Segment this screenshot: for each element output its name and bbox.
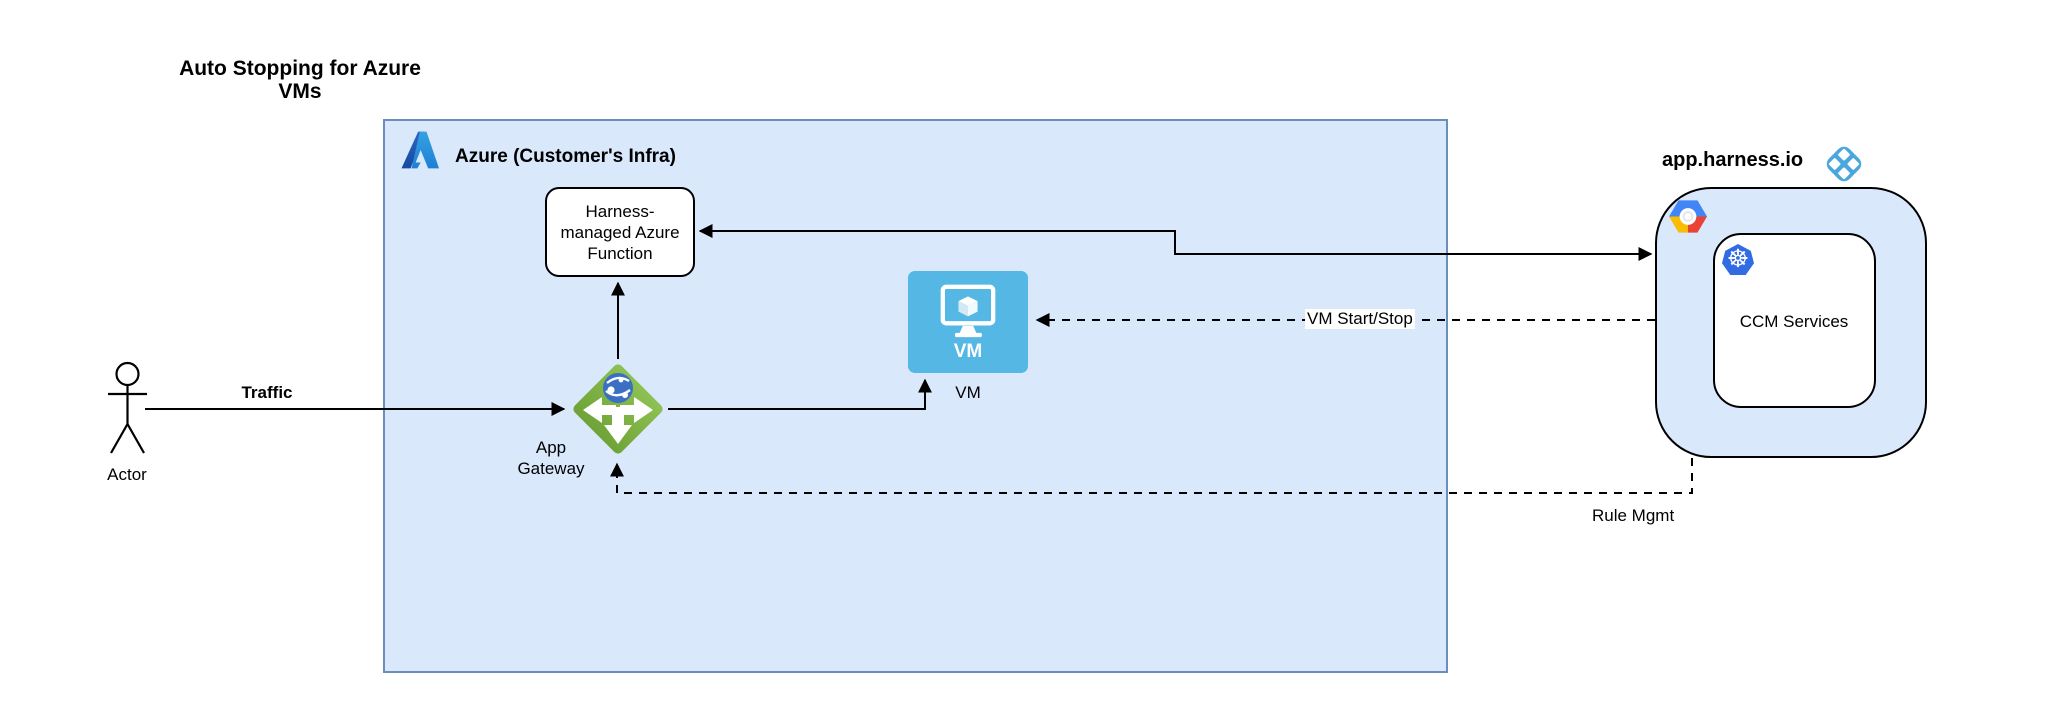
vm-monitor-icon: [940, 284, 996, 338]
vm-node-label: VM: [955, 383, 981, 402]
app-gateway-label: App Gateway: [517, 438, 585, 478]
vm-node: VM: [908, 271, 1028, 373]
gcp-logo-icon: [1669, 200, 1707, 233]
page-title: Auto Stopping for Azure VMs: [179, 57, 421, 103]
azure-container: [383, 119, 1448, 673]
app-gateway-icon: [573, 364, 663, 454]
azure-function-node: Harness- managed Azure Function: [545, 187, 695, 277]
harness-logo-icon: [1826, 146, 1862, 182]
edge-label-vm-start-stop: VM Start/Stop: [1305, 309, 1415, 329]
actor-figure-icon: [108, 361, 147, 454]
azure-container-label: Azure (Customer's Infra): [455, 146, 676, 167]
actor-label: Actor: [107, 465, 147, 484]
azure-logo-icon: [401, 131, 439, 169]
edge-label-rule-mgmt: Rule Mgmt: [1592, 506, 1675, 525]
vm-icon-text: VM: [953, 341, 983, 362]
ccm-services-label: CCM Services: [1739, 312, 1849, 331]
harness-title: app.harness.io: [1662, 149, 1804, 171]
edge-label-traffic: Traffic: [241, 383, 293, 402]
